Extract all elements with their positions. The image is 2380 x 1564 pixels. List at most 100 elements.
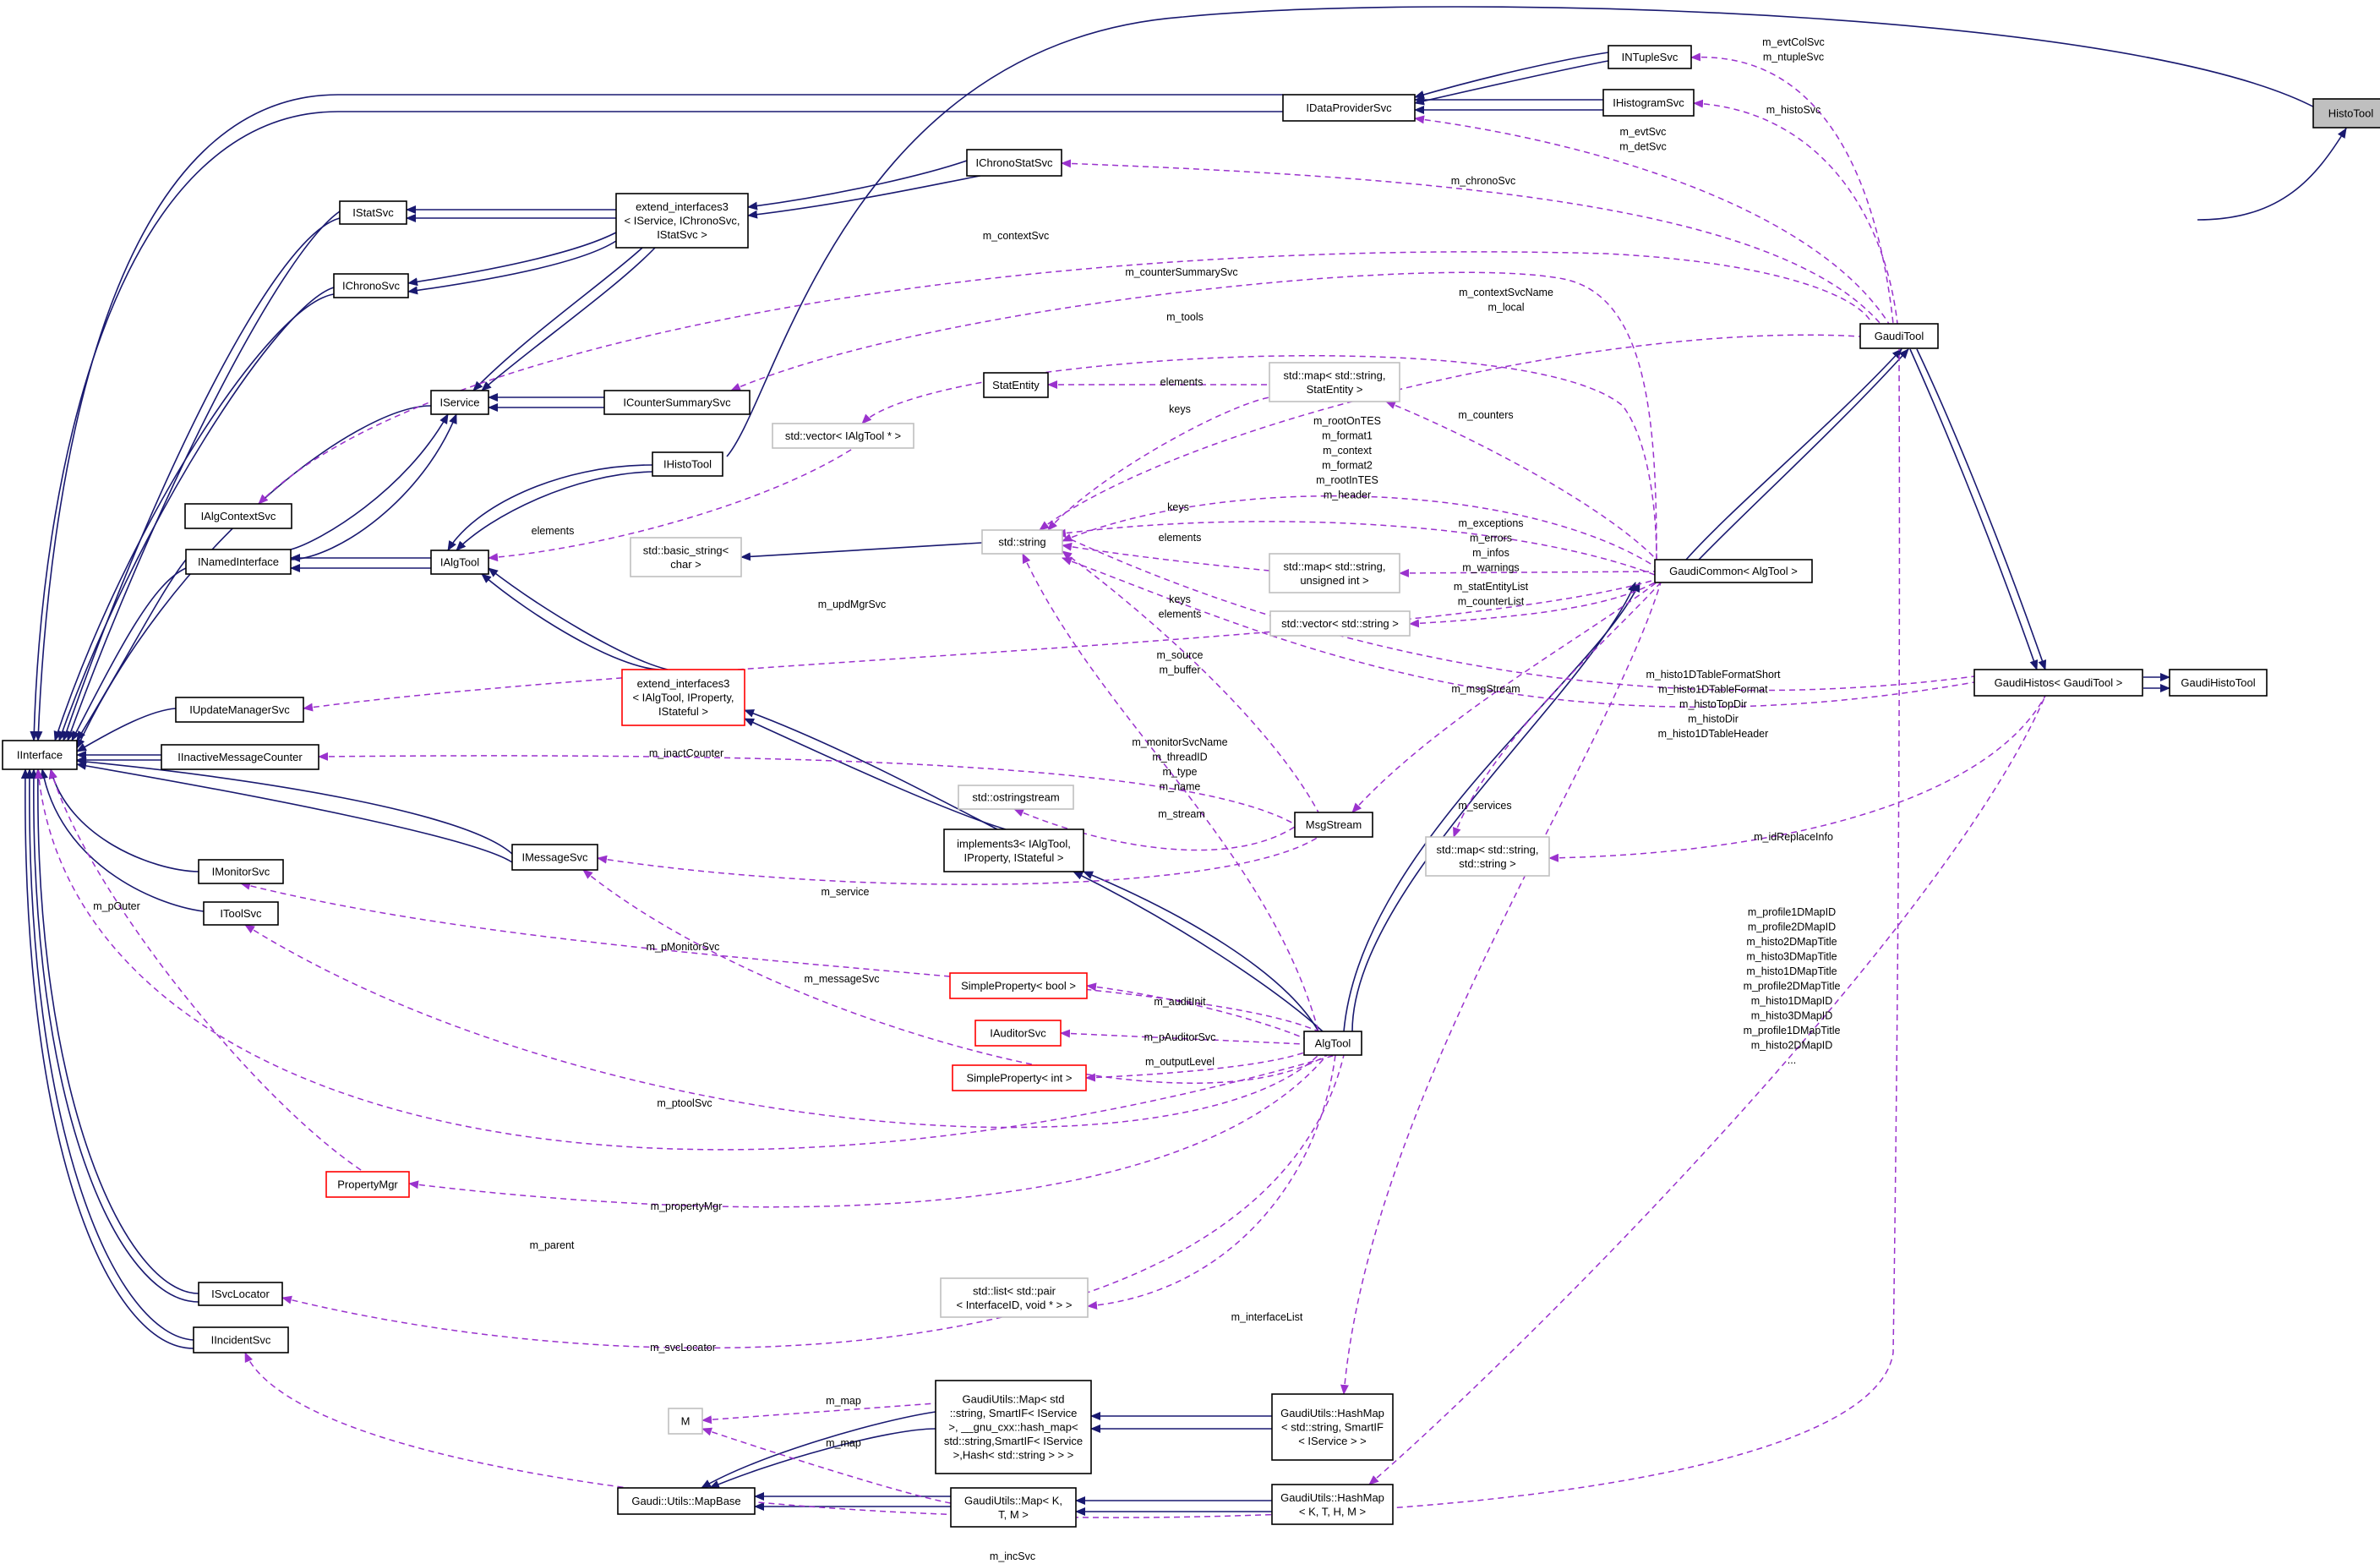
- class-node-mapbase[interactable]: Gaudi::Utils::MapBase: [617, 1487, 756, 1515]
- node-box: [943, 828, 1084, 872]
- inheritance-edge-iinterface-inamedinterface: [76, 559, 187, 741]
- class-node-imessagesvc[interactable]: IMessageSvc: [511, 844, 598, 871]
- class-node-gaudicommon[interactable]: GaudiCommon< AlgTool >: [1654, 559, 1813, 583]
- class-node-gu-hashmap-kthm[interactable]: GaudiUtils::HashMap< K, T, H, M >: [1271, 1484, 1394, 1525]
- class-node-simpleproperty-int[interactable]: SimpleProperty< int >: [952, 1064, 1087, 1091]
- edge-label-pmonitorsvc: m_pMonitorSvc: [647, 941, 720, 953]
- class-node-istatsvc[interactable]: IStatSvc: [339, 200, 407, 225]
- class-node-ichronostatsvc[interactable]: IChronoStatSvc: [966, 149, 1062, 177]
- class-node-implements3[interactable]: implements3< IAlgTool,IProperty, IStatef…: [943, 828, 1084, 872]
- class-node-extend-interfaces3-b[interactable]: extend_interfaces3< IAlgTool, IProperty,…: [621, 669, 745, 726]
- class-node-vector-ialgtool[interactable]: std::vector< IAlgTool * >: [772, 423, 914, 449]
- node-label: GaudiTool: [1875, 330, 1924, 342]
- class-node-iincidentsvc[interactable]: IIncidentSvc: [193, 1326, 289, 1353]
- edge-label-line: m_msgStream: [1451, 683, 1520, 695]
- class-node-ostringstream[interactable]: std::ostringstream: [958, 785, 1074, 810]
- node-box: [981, 529, 1063, 555]
- node-label: std::string,SmartIF< IService: [944, 1435, 1083, 1447]
- class-node-std-string[interactable]: std::string: [981, 529, 1063, 555]
- usage-edge-std_string-gauditool: [1039, 334, 1861, 531]
- node-label: IToolSvc: [220, 907, 262, 920]
- edge-label-rootontes: m_rootOnTESm_format1m_contextm_format2m_…: [1313, 415, 1381, 501]
- class-node-ihistogramsvc[interactable]: IHistogramSvc: [1602, 89, 1695, 117]
- usage-edge-iincidentsvc-gauditool: [244, 348, 1901, 1518]
- usage-edge-std_string-msgstream: [1062, 550, 1319, 813]
- edge-label-line: m_errors: [1470, 533, 1512, 544]
- inheritance-edge-iinterface-ichronosvc2: [53, 293, 335, 741]
- inheritance-edge-mapbase-gumapstd2: [709, 1428, 936, 1489]
- edge-label-line: m_warnings: [1462, 562, 1519, 574]
- edge-label-contextsvc: m_contextSvc: [983, 230, 1050, 242]
- class-node-ihistotool[interactable]: IHistoTool: [652, 451, 723, 477]
- edge-label-line: m_outputLevel: [1145, 1056, 1215, 1068]
- node-label: IStatSvc >: [657, 228, 707, 241]
- class-node-m[interactable]: M: [668, 1408, 703, 1435]
- class-node-list-pair[interactable]: std::list< std::pair< InterfaceID, void …: [940, 1277, 1089, 1318]
- class-node-iauditorsvc[interactable]: IAuditorSvc: [974, 1020, 1062, 1047]
- class-node-iupdatemanagersvc[interactable]: IUpdateManagerSvc: [175, 697, 304, 723]
- class-node-itoolsvc[interactable]: IToolSvc: [203, 901, 279, 926]
- node-label: GaudiHistoTool: [2181, 676, 2255, 689]
- edge-label-line: m_profile1DMapID: [1748, 906, 1836, 918]
- inheritance-edge-iinterface-itoolsvc: [40, 768, 205, 912]
- class-node-idataprovidersvc[interactable]: IDataProviderSvc: [1282, 94, 1416, 122]
- class-node-vector-string[interactable]: std::vector< std::string >: [1269, 610, 1411, 637]
- node-label: IService: [440, 396, 480, 409]
- node-label: < InterfaceID, void * > >: [957, 1299, 1073, 1311]
- class-node-ialgcontextsvc[interactable]: IAlgContextSvc: [184, 503, 292, 529]
- node-label: IChronoSvc: [342, 280, 400, 293]
- node-box: [198, 1282, 283, 1306]
- class-node-map-string-string[interactable]: std::map< std::string,std::string >: [1425, 836, 1550, 877]
- inheritance-edge-iservice-inamedinterface: [290, 413, 449, 550]
- class-node-map-uint[interactable]: std::map< std::string,unsigned int >: [1269, 553, 1400, 593]
- inheritance-edge-iinterface-idataprovidersvc2: [30, 111, 1283, 741]
- class-node-intuplesvc[interactable]: INTupleSvc: [1608, 45, 1692, 69]
- class-node-gu-map-ktm[interactable]: GaudiUtils::Map< K,T, M >: [950, 1487, 1077, 1528]
- node-label: implements3< IAlgTool,: [957, 837, 1071, 850]
- class-node-iinterface[interactable]: IInterface: [2, 740, 78, 770]
- edge-label-line: m_messageSvc: [805, 973, 880, 985]
- class-node-gaudihistotool[interactable]: GaudiHistoTool: [2169, 669, 2268, 697]
- node-box: [974, 1020, 1062, 1047]
- class-node-propertymgr[interactable]: PropertyMgr: [325, 1171, 410, 1198]
- class-node-extend-interfaces3-a[interactable]: extend_interfaces3< IService, IChronoSvc…: [615, 193, 749, 249]
- node-label: IMessageSvc: [521, 851, 588, 864]
- edge-label-service: m_service: [822, 886, 870, 898]
- class-node-map-statentity[interactable]: std::map< std::string,StatEntity >: [1269, 362, 1400, 402]
- class-node-isvclocator[interactable]: ISvcLocator: [198, 1282, 283, 1306]
- usage-edge-map_string_string-gaudicommon: [1453, 582, 1662, 838]
- class-node-algtool[interactable]: AlgTool: [1303, 1031, 1362, 1056]
- node-label: std::vector< std::string >: [1281, 617, 1399, 630]
- class-node-basic-string[interactable]: std::basic_string<char >: [630, 537, 742, 577]
- node-label: IHistoTool: [663, 458, 712, 471]
- usage-edge-ihistogramsvc-gauditool: [1693, 99, 1898, 325]
- class-node-ialgtool[interactable]: IAlgTool: [430, 550, 489, 575]
- class-node-statentity[interactable]: StatEntity: [983, 372, 1049, 398]
- edge-label-line: m_histo1DTableFormatShort: [1646, 669, 1781, 681]
- node-box: [1269, 362, 1400, 402]
- class-node-ichronosvc[interactable]: IChronoSvc: [333, 273, 409, 298]
- edge-label-line: m_histoDir: [1688, 714, 1739, 725]
- class-node-imonitorsvc[interactable]: IMonitorSvc: [198, 859, 284, 884]
- inheritance-edge-iservice-inamedinterface2: [290, 413, 457, 561]
- class-node-gu-hashmap-std[interactable]: GaudiUtils::HashMap< std::string, SmartI…: [1271, 1393, 1394, 1461]
- class-node-icountersummarysvc[interactable]: ICounterSummarySvc: [603, 390, 751, 415]
- class-node-gauditool[interactable]: GaudiTool: [1859, 323, 1939, 349]
- usage-edge-m-gumapstd: [701, 1403, 936, 1425]
- node-box: [940, 1277, 1089, 1318]
- class-node-inamedinterface[interactable]: INamedInterface: [185, 549, 292, 575]
- node-box: [1269, 553, 1400, 593]
- class-node-gu-map-std[interactable]: GaudiUtils::Map< std::string, SmartIF< I…: [935, 1380, 1092, 1474]
- usage-edge-std_string-gaudihistos2: [1051, 530, 1975, 692]
- edge-label-line: m_chronoSvc: [1451, 175, 1515, 187]
- class-node-msgstream[interactable]: MsgStream: [1294, 812, 1373, 838]
- class-node-simpleproperty-bool[interactable]: SimpleProperty< bool >: [949, 972, 1088, 999]
- class-node-iservice[interactable]: IService: [430, 390, 489, 415]
- node-label: GaudiUtils::Map< std: [962, 1393, 1064, 1406]
- class-node-gaudihistos[interactable]: GaudiHistos< GaudiTool >: [1973, 669, 2143, 697]
- node-label: ISvcLocator: [211, 1288, 270, 1300]
- node-label: IUpdateManagerSvc: [189, 703, 290, 716]
- class-node-iinactivemessagecounter[interactable]: IInactiveMessageCounter: [161, 744, 319, 770]
